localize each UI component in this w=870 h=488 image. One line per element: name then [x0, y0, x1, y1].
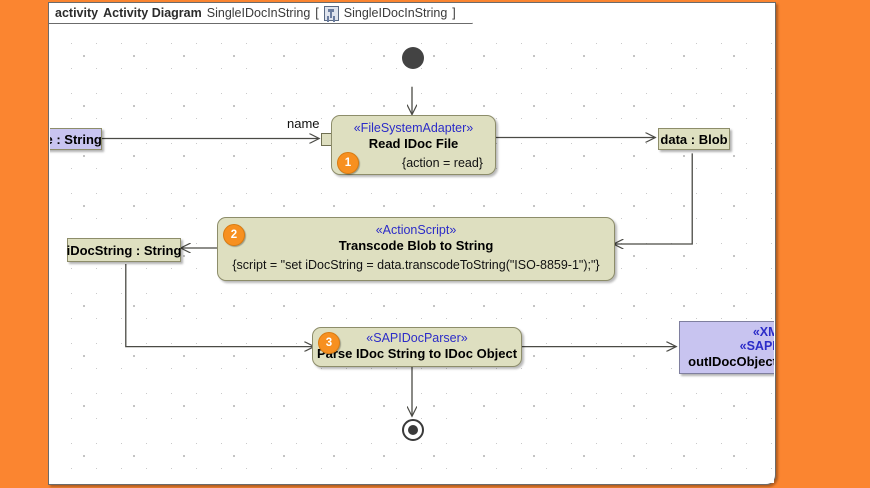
- action-title: Transcode Blob to String: [338, 238, 494, 253]
- frame-qualifier: SingleIDocInString: [343, 6, 448, 20]
- initial-node[interactable]: [402, 47, 424, 69]
- action-stereotype: «SAPIDocParser»: [366, 331, 468, 345]
- frame-bracket-open: [: [315, 6, 319, 20]
- object-node-label: data : Blob: [660, 131, 728, 147]
- object-node-idocstring[interactable]: iDocString : String: [67, 238, 181, 262]
- action-transcode-blob-to-string[interactable]: «ActionScript» Transcode Blob to String …: [217, 217, 615, 281]
- activity-diagram-icon: [324, 6, 339, 21]
- frame-type-label: Activity Diagram: [103, 6, 202, 20]
- action-stereotype: «FileSystemAdapter»: [353, 121, 474, 135]
- object-node-label: iDocString : String: [66, 242, 182, 258]
- action-parse-idoc-string[interactable]: «SAPIDocParser» Parse IDoc String to IDo…: [312, 327, 522, 367]
- object-node-label: iDocFile : String: [50, 131, 102, 147]
- action-title: Read IDoc File: [368, 136, 459, 151]
- object-node-label: outIDocObject : TXTRAW01: [688, 354, 774, 369]
- action-badge-2: 2: [223, 224, 245, 246]
- activity-final-node[interactable]: [402, 419, 424, 441]
- frame-header: activity Activity Diagram SingleIDocInSt…: [49, 3, 473, 24]
- action-constraint: {action = read}: [402, 156, 483, 170]
- edge-data-to-action2: [613, 153, 693, 244]
- action-stereotype: «ActionScript»: [375, 223, 457, 237]
- object-stereotype-sapidoc: «SAPIDoc»: [739, 339, 774, 353]
- object-node-data-blob[interactable]: data : Blob: [658, 128, 730, 150]
- object-node-out-idoc-object[interactable]: «XML» «SAPIDoc» outIDocObject : TXTRAW01: [679, 321, 774, 374]
- activity-diagram-frame: iDocFile : String name «FileSystemAdapte…: [48, 2, 776, 485]
- action-title: Parse IDoc String to IDoc Object: [316, 346, 518, 361]
- action-badge-1: 1: [337, 152, 359, 174]
- pin-label-name: name: [287, 116, 320, 131]
- action-badge-3: 3: [318, 332, 340, 354]
- action-constraint: {script = "set iDocString = data.transco…: [232, 258, 600, 272]
- frame-bracket-close: ]: [452, 6, 456, 20]
- frame-keyword: activity: [55, 6, 99, 20]
- object-node-idocfile[interactable]: iDocFile : String: [50, 128, 102, 150]
- object-stereotype-xml: «XML»: [752, 325, 774, 339]
- frame-name: SingleIDocInString: [206, 6, 311, 20]
- action-read-idoc-file[interactable]: «FileSystemAdapter» Read IDoc File {acti…: [331, 115, 496, 175]
- edge-idocstring-to-action3: [125, 263, 314, 347]
- diagram-canvas[interactable]: iDocFile : String name «FileSystemAdapte…: [50, 23, 774, 483]
